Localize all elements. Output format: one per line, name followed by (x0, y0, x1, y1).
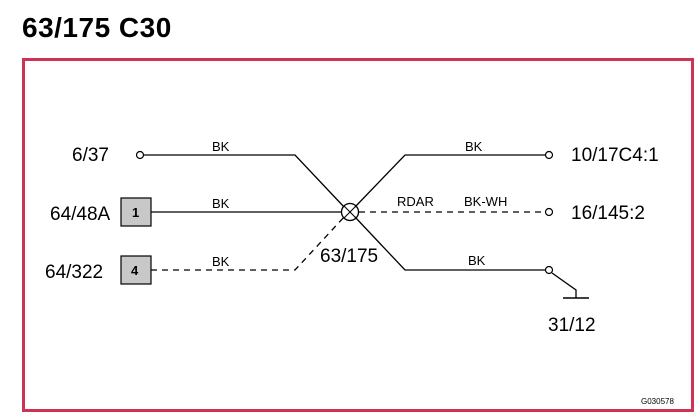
terminal-31-12 (544, 265, 554, 275)
wire-10-17c4-1 (354, 154, 545, 208)
label-16-145-2: 16/145:2 (571, 203, 645, 224)
wire-label-bk-wh: BK-WH (464, 194, 507, 209)
terminal-16-145-2 (544, 207, 554, 217)
wire-31-12 (354, 216, 545, 271)
figure-id: G030578 (641, 397, 674, 406)
wire-label-right-top: BK (465, 139, 483, 154)
wire-6-37 (144, 154, 346, 209)
connector-64-48a (120, 197, 152, 227)
splice-label: 63/175 (320, 246, 378, 267)
terminal-10-17c4-1 (544, 150, 554, 160)
diagram-frame (22, 58, 694, 412)
connector-64-322 (120, 255, 152, 285)
label-10-17c4-1: 10/17C4:1 (571, 145, 659, 166)
label-6-37: 6/37 (72, 145, 109, 166)
connector-64-48a-pin: 1 (132, 205, 139, 220)
wire-label-left-bot: BK (212, 254, 230, 269)
label-64-322: 64/322 (45, 262, 103, 283)
page-title: 63/175 C30 (22, 12, 172, 43)
wire-label-rdar: RDAR (397, 194, 434, 209)
label-64-48a: 64/48A (50, 204, 111, 225)
terminal-6-37 (135, 150, 145, 160)
ground-lead (551, 272, 577, 298)
wire-64-322 (151, 215, 346, 271)
wire-label-left-mid: BK (212, 196, 230, 211)
wire-label-left-top: BK (212, 139, 230, 154)
splice-cross-b (343, 205, 357, 219)
connector-64-322-pin: 4 (131, 263, 139, 278)
label-31-12: 31/12 (548, 315, 596, 336)
wire-label-right-bot: BK (468, 253, 486, 268)
